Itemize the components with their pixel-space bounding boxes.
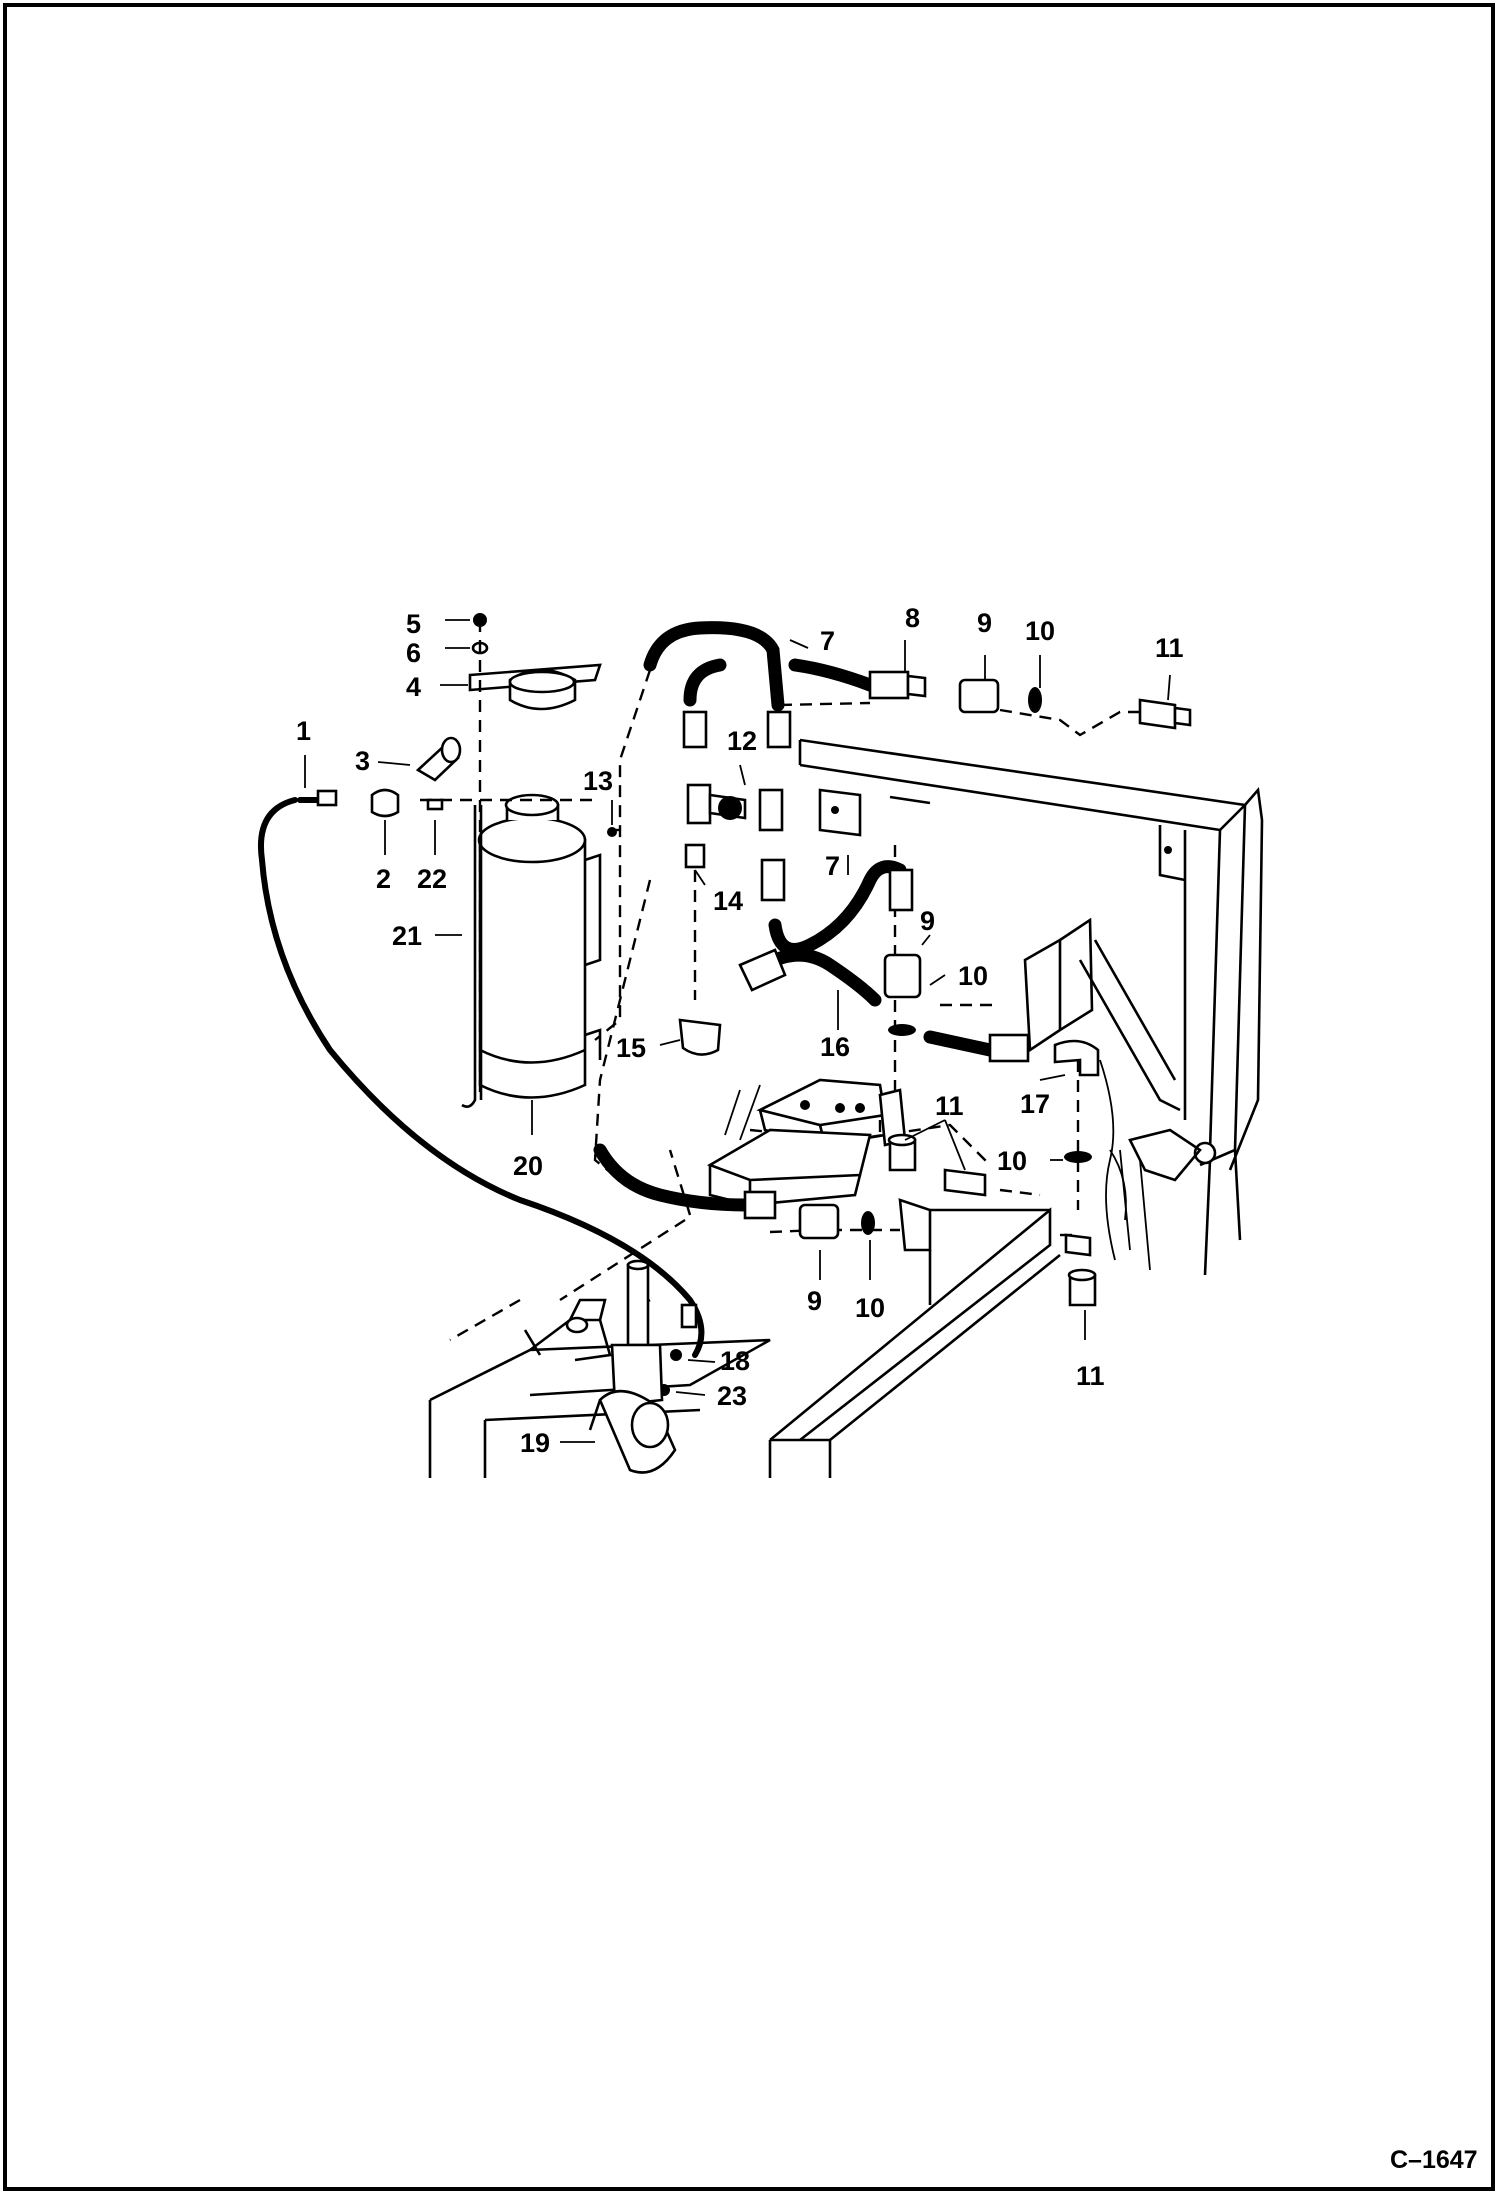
callout-14: 14 <box>713 886 743 916</box>
callout-leaders <box>304 619 1171 1443</box>
callout-7-lower: 7 <box>825 851 840 881</box>
callout-13: 13 <box>583 766 613 796</box>
callout-18: 18 <box>720 1346 750 1376</box>
loader-frame <box>798 738 1264 1276</box>
callout-17: 17 <box>1020 1089 1050 1119</box>
exploded-assembly-drawing <box>258 613 1264 1478</box>
callout-7-upper: 7 <box>820 626 835 656</box>
callout-labels: 1 2 3 4 5 6 7 7 8 9 9 9 10 10 10 10 11 1… <box>296 603 1184 1458</box>
callout-3: 3 <box>355 746 370 776</box>
fittings <box>316 670 1192 1474</box>
callout-4: 4 <box>406 672 421 702</box>
callout-15: 15 <box>616 1033 646 1063</box>
callout-9-lower: 9 <box>807 1286 822 1316</box>
callout-9-mid: 9 <box>920 906 935 936</box>
callout-10-right: 10 <box>997 1146 1027 1176</box>
page-border <box>3 3 1495 2191</box>
callout-6: 6 <box>406 638 421 668</box>
callout-2: 2 <box>376 864 391 894</box>
callout-19: 19 <box>520 1428 550 1458</box>
callout-11-mid: 11 <box>935 1091 964 1121</box>
callout-11-lower: 11 <box>1076 1361 1105 1391</box>
callout-22: 22 <box>417 864 447 894</box>
callout-10-mid: 10 <box>958 961 988 991</box>
callout-21: 21 <box>392 921 422 951</box>
reservoir-tank <box>461 613 602 1108</box>
callout-16: 16 <box>820 1032 850 1062</box>
figure-number: C–1647 <box>1390 2146 1478 2174</box>
callout-5: 5 <box>406 609 421 639</box>
callout-12: 12 <box>727 726 757 756</box>
callout-9-upper: 9 <box>977 608 992 638</box>
callout-23: 23 <box>717 1381 747 1411</box>
callout-8: 8 <box>905 603 920 633</box>
callout-20: 20 <box>513 1151 543 1181</box>
callout-11-upper: 11 <box>1155 633 1184 663</box>
hydraulic-hoses <box>258 621 997 1358</box>
callout-10-upper: 10 <box>1025 616 1055 646</box>
callout-10-lower: 10 <box>855 1293 885 1323</box>
wiring <box>724 1059 1127 1261</box>
callout-1: 1 <box>296 716 311 746</box>
